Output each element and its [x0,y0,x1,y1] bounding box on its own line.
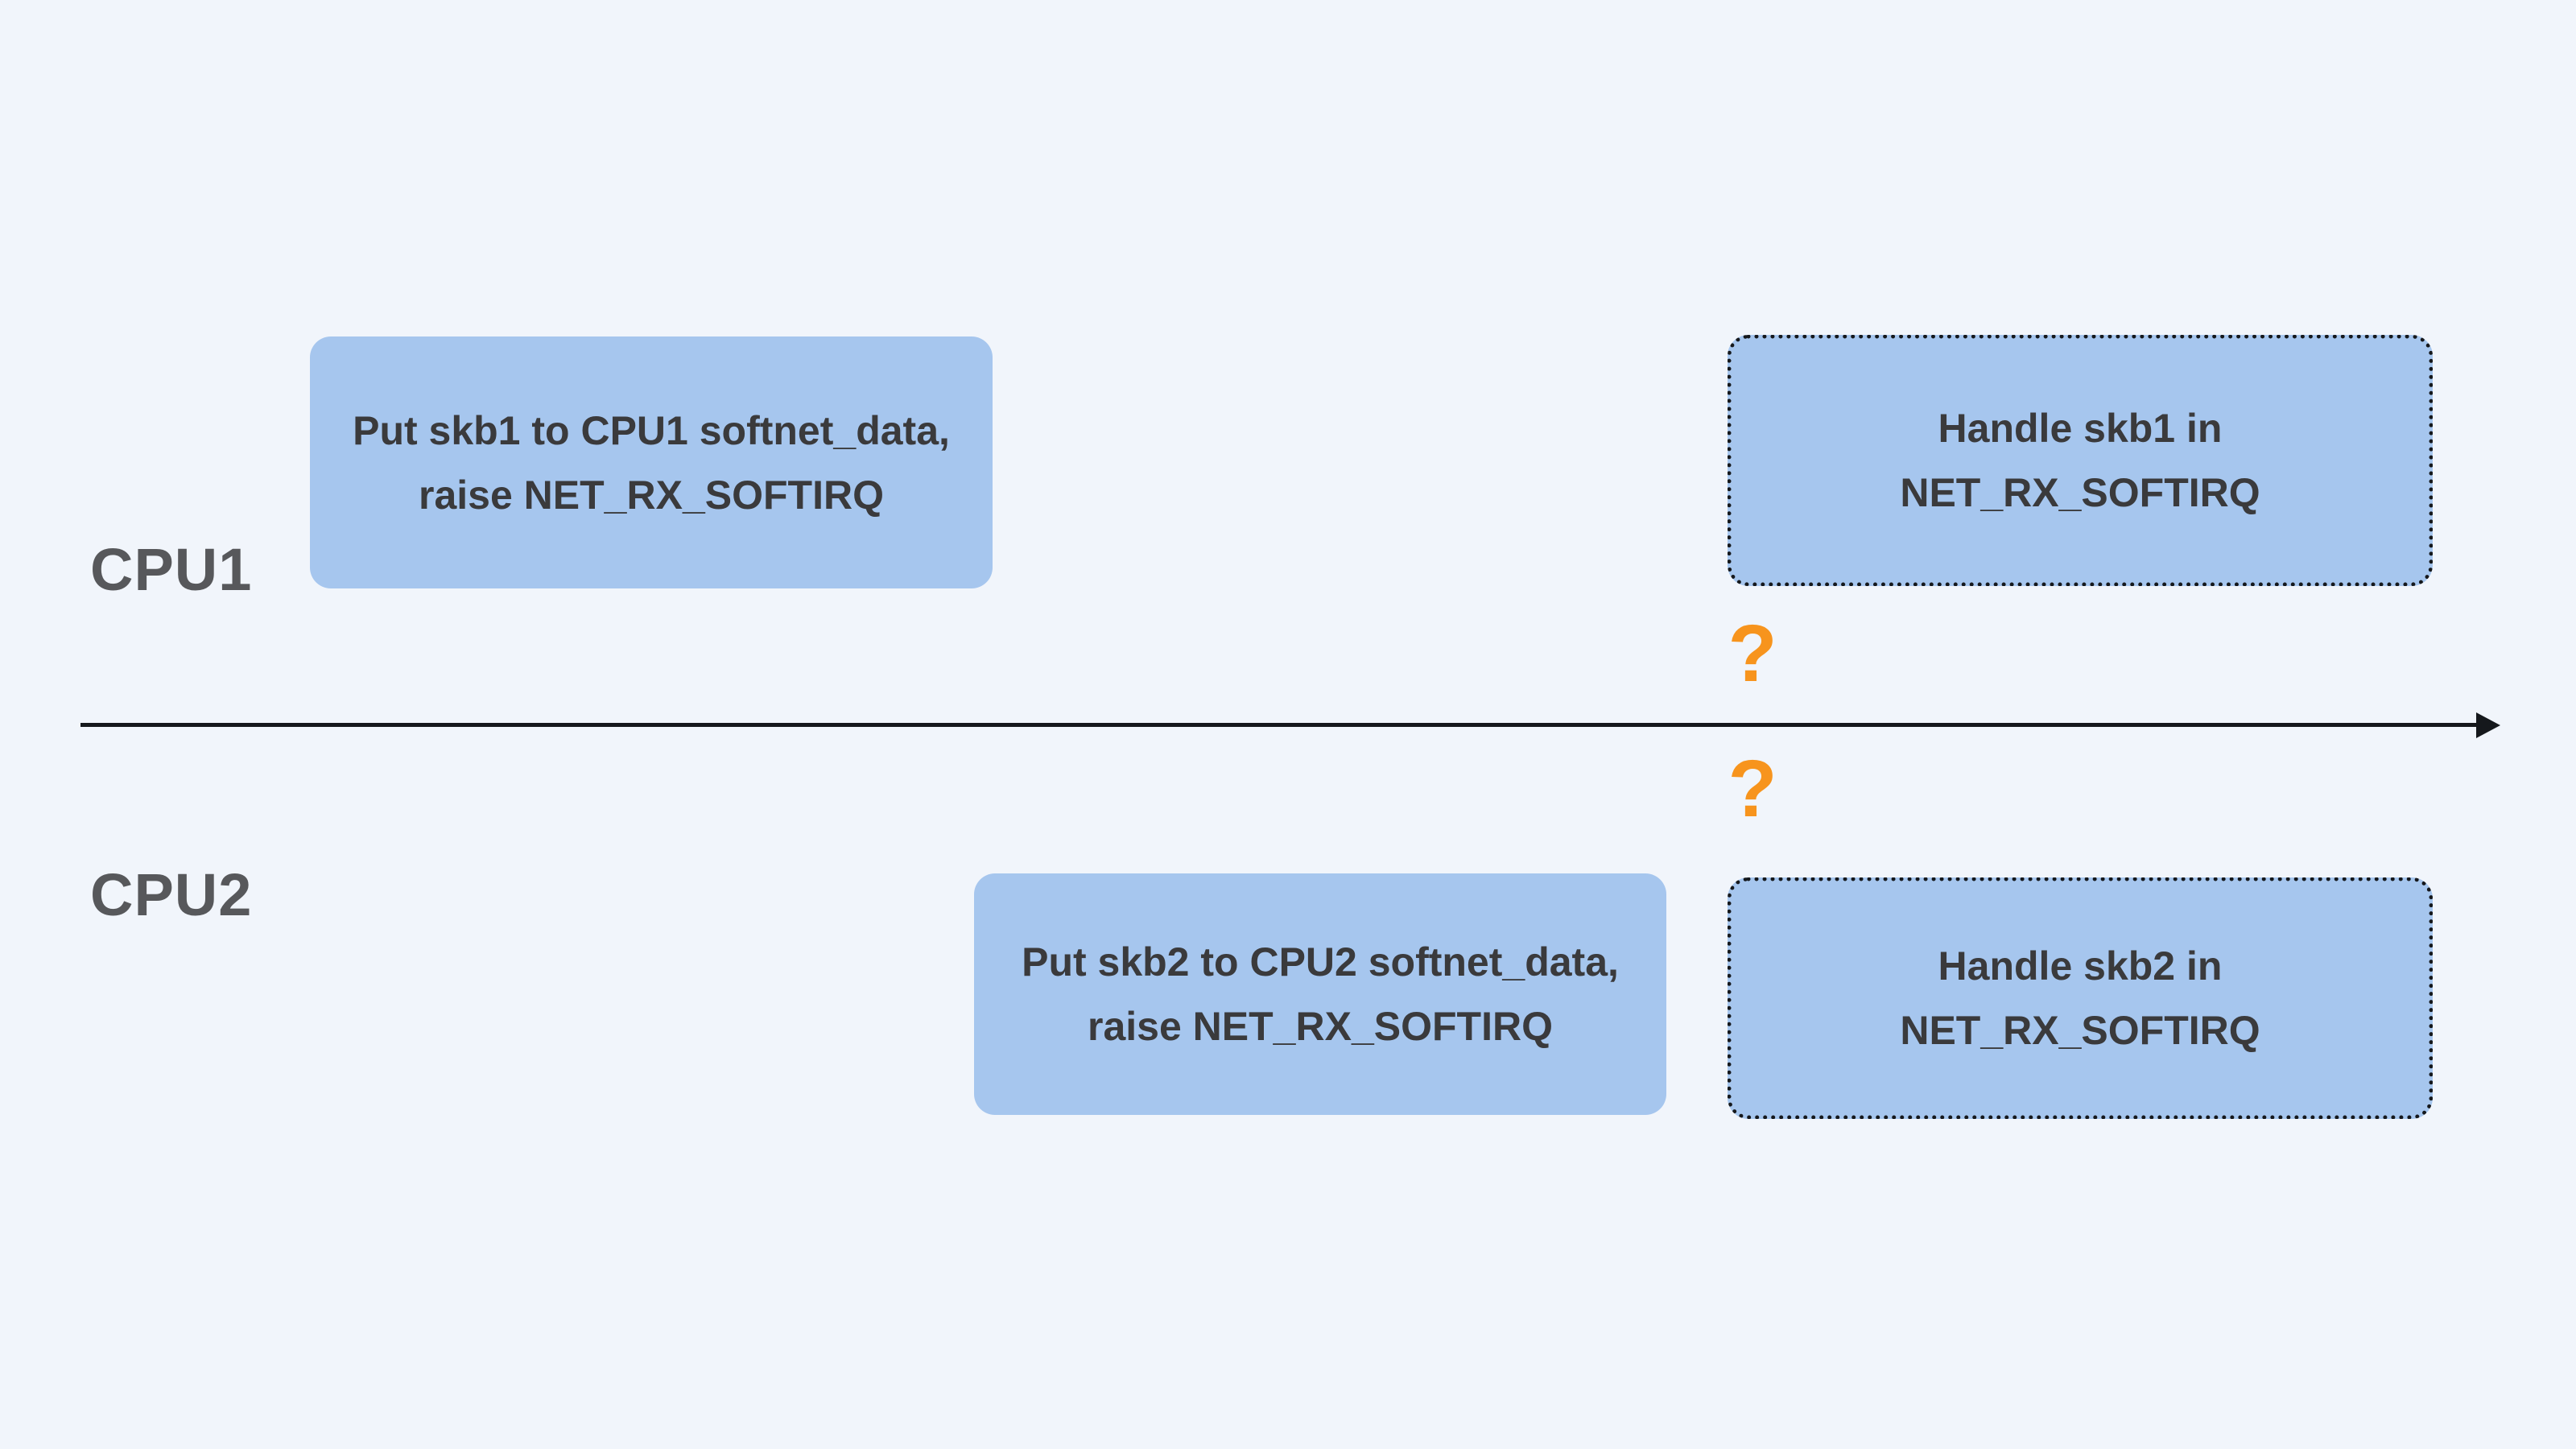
event-box-text-line: raise NET_RX_SOFTIRQ [419,472,884,518]
event-box-handle-skb2: Handle skb2 in NET_RX_SOFTIRQ [1728,877,2433,1119]
question-mark-cpu2: ? [1728,744,1777,834]
arrowhead-icon [2476,712,2500,738]
event-box-put-skb1: Put skb1 to CPU1 softnet_data, raise NET… [310,336,993,588]
event-box-text-line: NET_RX_SOFTIRQ [1900,470,2260,515]
event-box-text-line: NET_RX_SOFTIRQ [1900,1008,2260,1053]
cpu2-label: CPU2 [90,861,253,928]
event-box-text-line: Handle skb1 in [1938,406,2223,451]
question-mark-cpu1: ? [1728,609,1777,699]
event-box-text-line: Put skb1 to CPU1 softnet_data, [353,407,950,453]
event-box-handle-skb1: Handle skb1 in NET_RX_SOFTIRQ [1728,335,2433,586]
event-box-text-line: raise NET_RX_SOFTIRQ [1088,1004,1553,1049]
event-box-text-line: Put skb2 to CPU2 softnet_data, [1022,939,1619,985]
event-box-text-line: Handle skb2 in [1938,943,2223,989]
timeline-axis [80,723,2479,727]
cpu1-label: CPU1 [90,536,253,603]
event-box-put-skb2: Put skb2 to CPU2 softnet_data, raise NET… [974,873,1666,1115]
